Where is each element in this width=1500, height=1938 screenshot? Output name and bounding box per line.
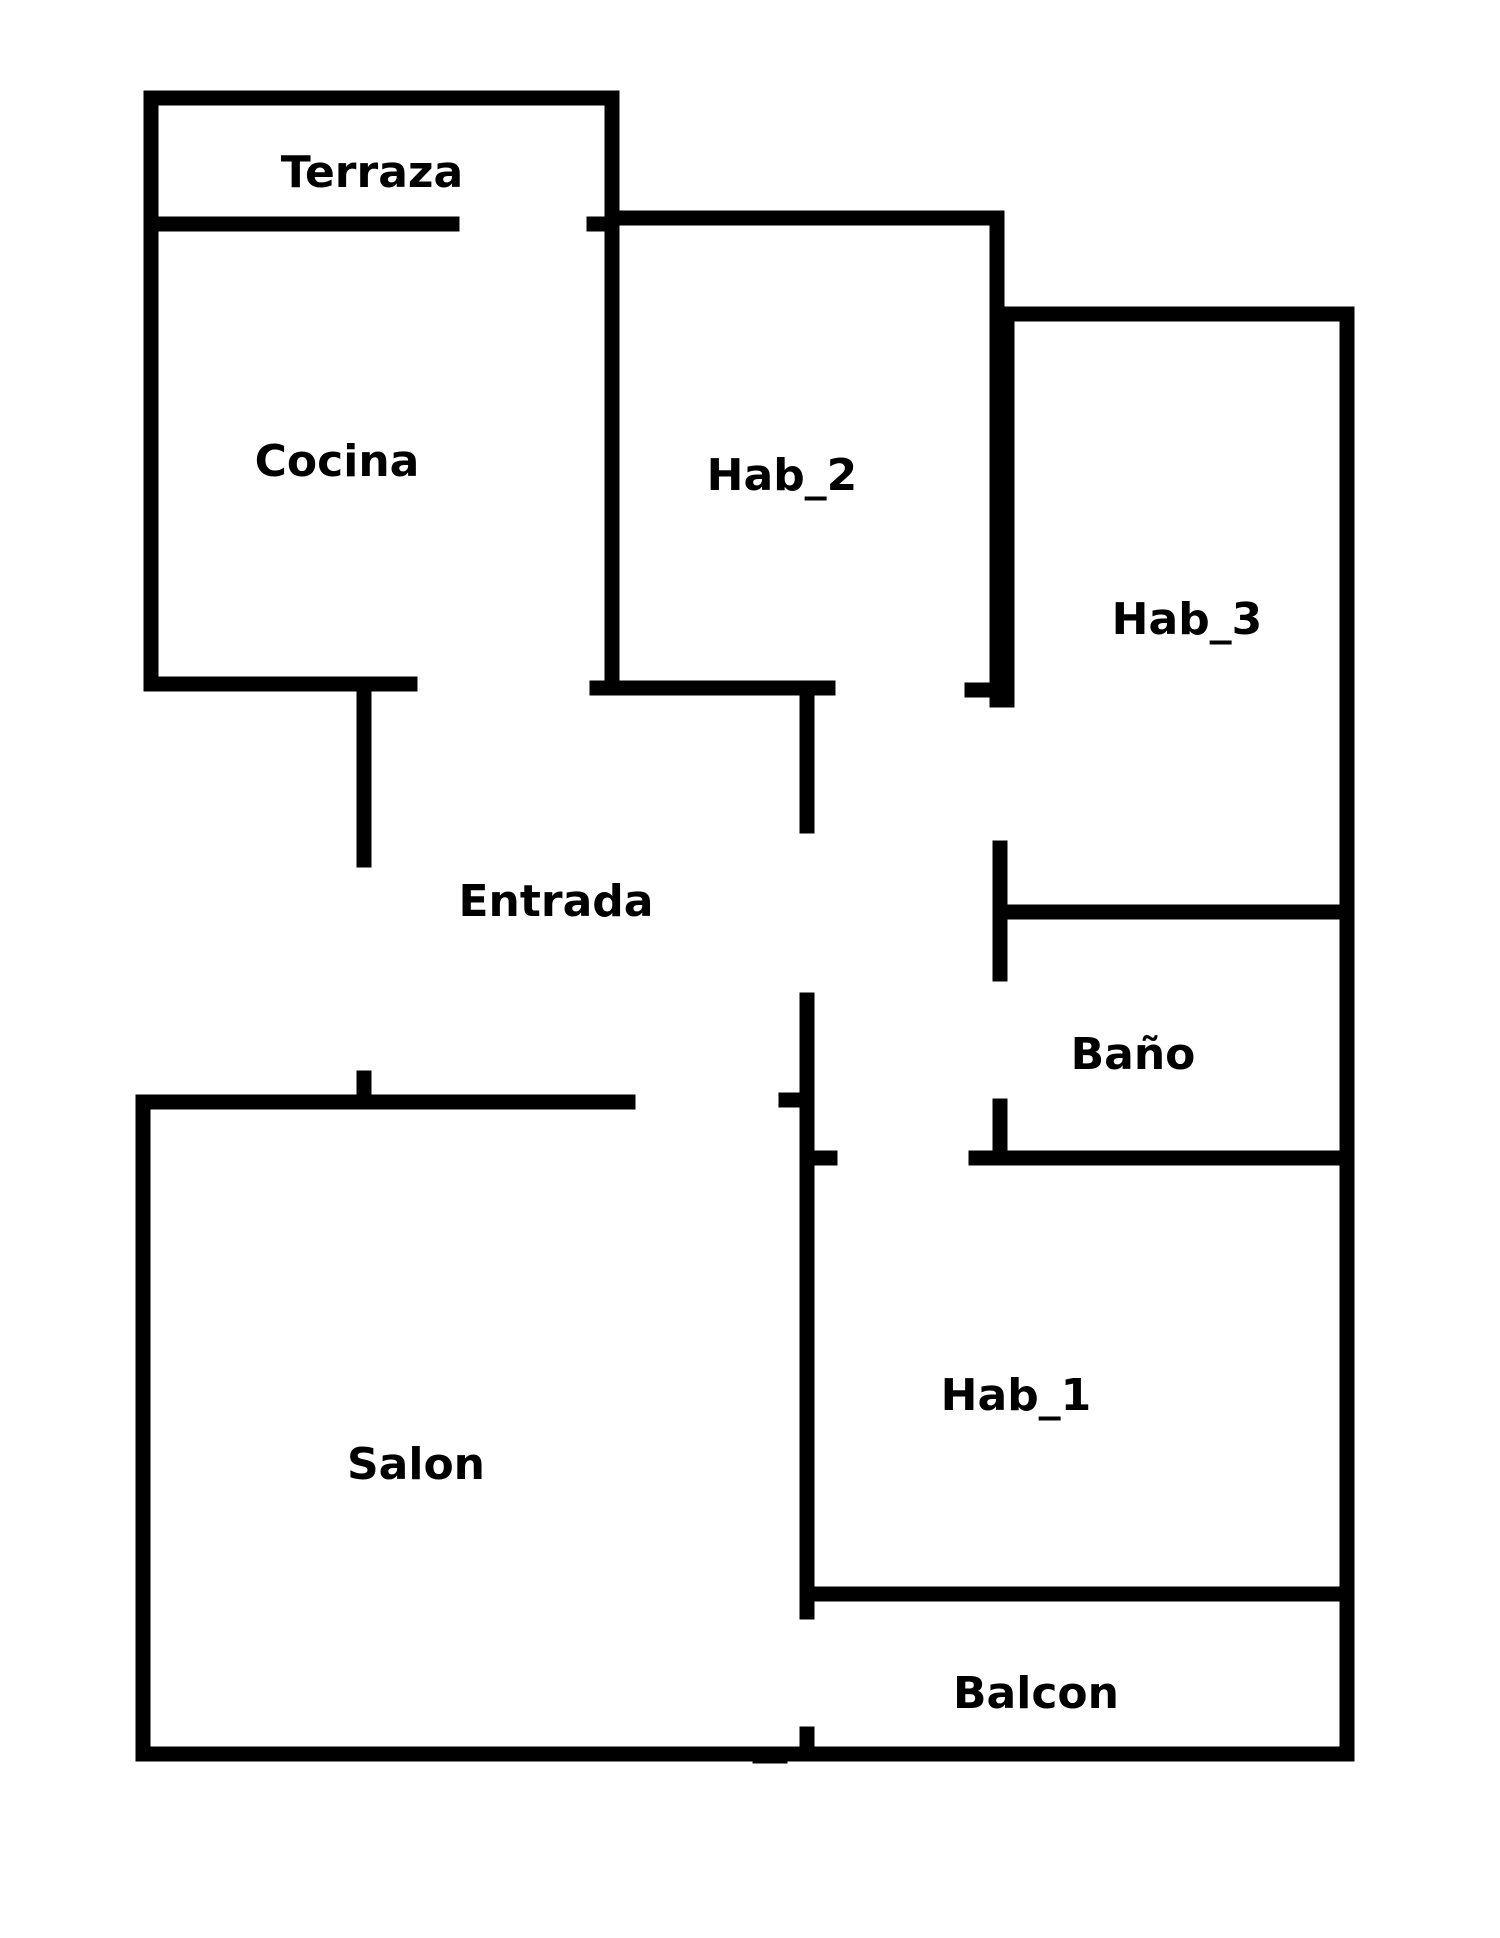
room-label-bano: Baño — [1071, 1029, 1196, 1080]
room-label-salon: Salon — [347, 1439, 485, 1490]
room-labels: Terraza Cocina Hab_2 Hab_3 Entrada Baño … — [255, 147, 1263, 1719]
room-label-hab-1: Hab_1 — [941, 1370, 1092, 1421]
room-label-terraza: Terraza — [281, 147, 463, 198]
room-label-hab-2: Hab_2 — [707, 450, 858, 501]
walls — [135, 90, 1355, 1764]
room-label-entrada: Entrada — [459, 876, 654, 927]
room-label-hab-3: Hab_3 — [1112, 594, 1263, 645]
room-label-balcon: Balcon — [953, 1668, 1119, 1719]
room-label-cocina: Cocina — [255, 436, 420, 487]
